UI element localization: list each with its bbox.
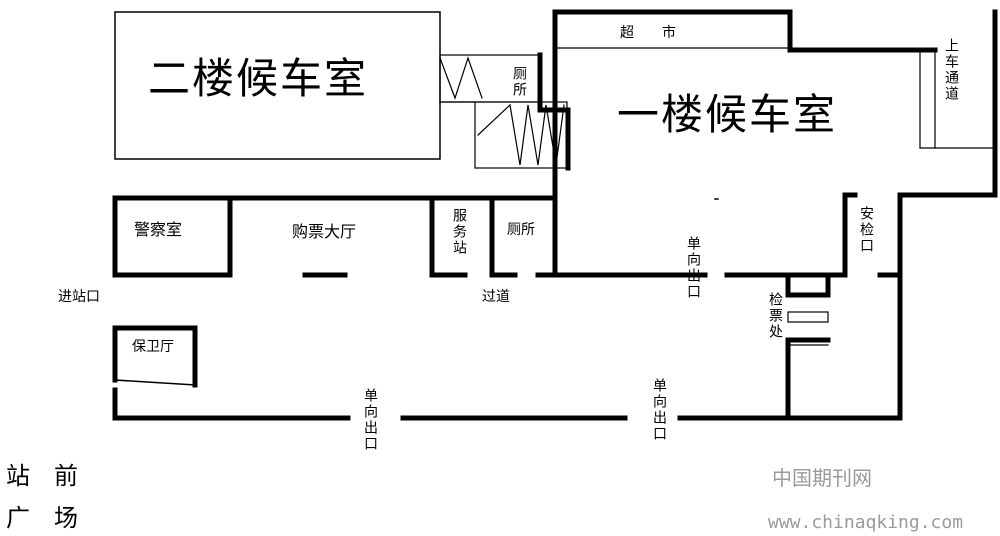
one-way-exit-label-a: 单向出口	[685, 236, 701, 300]
ticket-hall-walls	[112, 195, 558, 278]
police-room-label: 警察室	[134, 220, 183, 239]
boarding-passage-lines	[919, 49, 996, 149]
waiting-room-2f-label: 二楼候车室	[148, 54, 369, 103]
one-way-exit-label-c: 单向出口	[651, 378, 667, 442]
corridor-label: 过道	[482, 289, 510, 305]
toilet-top-label: 厕所	[511, 66, 527, 98]
watermark-cn: 中国期刊网	[772, 466, 872, 490]
boarding-passage-label: 上车通道	[943, 38, 959, 102]
guard-room-label: 保卫厅	[132, 339, 174, 355]
one-way-exit-label-b: 单向出口	[362, 388, 378, 452]
plaza-label-line1: 站 前	[6, 462, 78, 490]
ticket-hall-label: 购票大厅	[292, 222, 357, 241]
toilet-mid-label: 厕所	[507, 222, 535, 238]
service-station-label: 服务站	[451, 208, 467, 256]
waiting-room-1f-label: 一楼候车室	[617, 90, 838, 139]
ticket-check-label: 检票处	[767, 292, 783, 340]
entrance-label: 进站口	[58, 289, 100, 305]
waiting-room-1f-walls	[537, 9, 998, 278]
bottom-wall	[112, 272, 903, 421]
guard-room-walls	[112, 325, 198, 388]
supermarket-label: 超 市	[620, 25, 676, 41]
watermark-url: www.chinaqking.com	[768, 512, 964, 533]
ticket-gate	[787, 311, 829, 323]
security-check-label: 安检口	[858, 206, 874, 254]
plaza-label-line2: 广 场	[6, 504, 78, 532]
